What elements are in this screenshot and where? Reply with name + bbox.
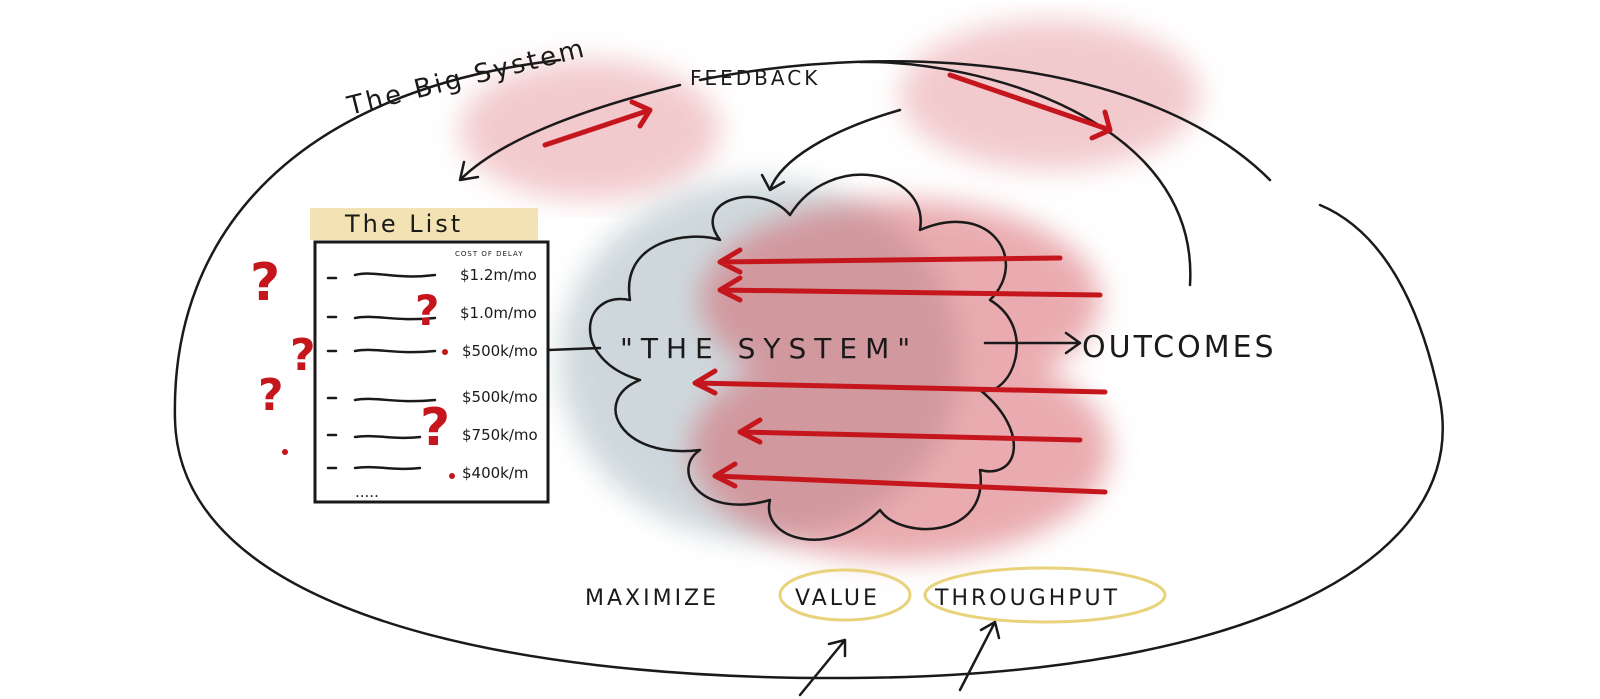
throughput-label: Throughput <box>934 586 1120 611</box>
feedback-arrow-right <box>858 60 1192 287</box>
value-pointer-arrow <box>798 638 847 697</box>
system-cloud <box>588 173 1018 541</box>
throughput-pointer-arrow <box>958 620 1001 692</box>
list-header-bg <box>310 208 538 240</box>
system-label: "The System" <box>620 332 918 365</box>
list-more-indicator: ..... <box>355 483 379 501</box>
the-list <box>310 208 550 504</box>
red-arrow-down <box>947 72 1113 141</box>
question-mark-icon: ? <box>258 370 284 421</box>
question-mark-icon: ? <box>415 286 439 335</box>
feedback-arrow-to-system <box>760 108 902 192</box>
cost-of-delay-header: Cost of Delay <box>455 250 524 258</box>
red-input-arrows <box>692 247 1108 495</box>
question-mark-icon: ? <box>420 398 450 458</box>
cost-of-delay-values: $1.2m/mo $1.0m/mo $500k/mo $500k/mo $750… <box>355 266 538 501</box>
list-item-value: $500k/mo <box>462 342 538 360</box>
big-system-boundary-top <box>698 60 1272 182</box>
question-mark-icon: ? <box>290 330 316 381</box>
outcomes-arrow <box>983 331 1082 355</box>
list-item-value: $500k/mo <box>462 388 538 406</box>
question-mark-icon: ? <box>250 253 280 313</box>
list-item-squiggles <box>326 272 437 471</box>
value-highlight <box>778 568 912 622</box>
list-item-value: $750k/mo <box>462 426 538 444</box>
feedback-arrow-left <box>458 83 682 182</box>
feedback-label: Feedback <box>690 66 820 90</box>
list-item-value: $400k/m <box>462 464 529 482</box>
red-cloud-wash <box>690 200 1110 560</box>
question-marks: ? ? ? ? ? <box>250 253 455 479</box>
list-item-value: $1.2m/mo <box>460 266 537 284</box>
value-label: Value <box>795 586 880 611</box>
red-arrow-up <box>542 99 653 148</box>
outcomes-label: Outcomes <box>1082 330 1277 365</box>
list-title: The List <box>344 210 463 238</box>
throughput-highlight <box>923 566 1167 624</box>
list-to-system-line <box>546 346 602 352</box>
big-system-boundary <box>173 58 1444 680</box>
maximize-label: Maximize <box>585 586 719 611</box>
list-body <box>313 240 550 504</box>
list-item-value: $1.0m/mo <box>460 304 537 322</box>
